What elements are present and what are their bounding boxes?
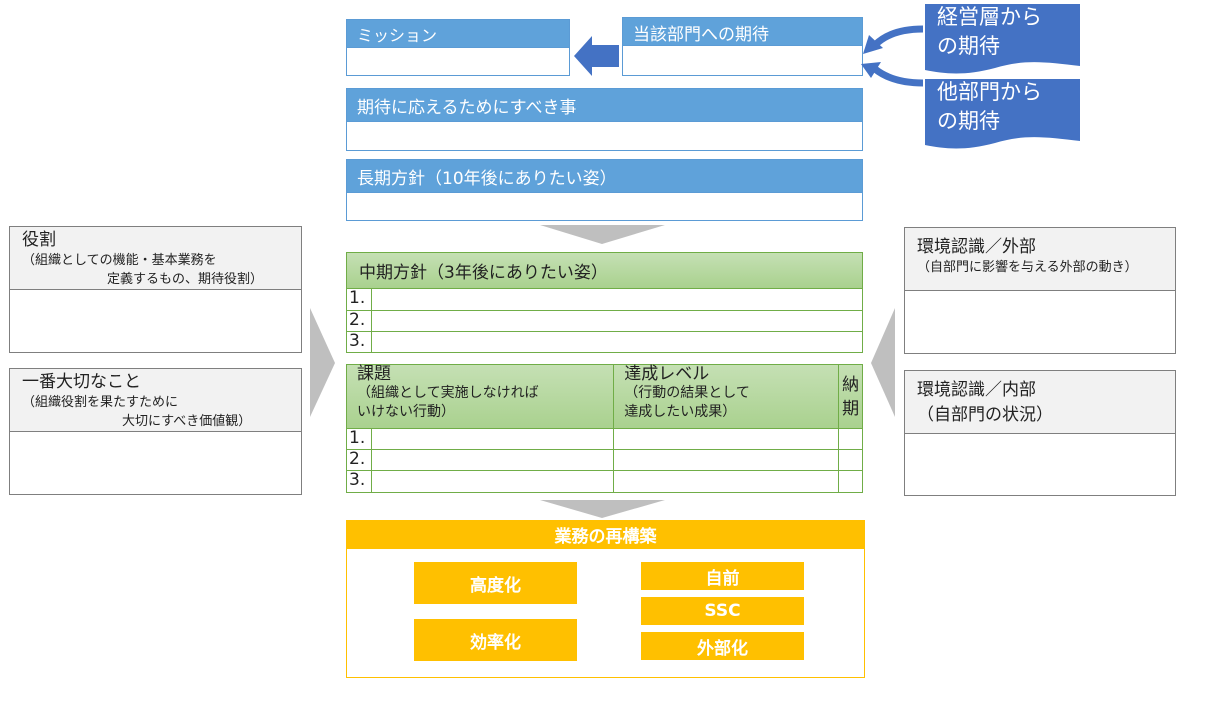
mid-term-header: 中期方針（3年後にありたい姿）: [346, 252, 863, 289]
other-expectation-label: 他部門から の期待: [927, 78, 1052, 136]
env-external-sub1: （自部門に影響を与える外部の動き）: [917, 260, 1138, 275]
role-title: 役割: [22, 230, 56, 250]
level-title: 達成レベル: [624, 364, 710, 384]
deadline-cell[interactable]: [838, 428, 863, 450]
values-sub1: （組織役割を果たすために: [22, 395, 179, 410]
mid-term-cell[interactable]: [371, 331, 863, 353]
row-number: 2.: [346, 310, 372, 332]
level-cell[interactable]: [613, 470, 840, 493]
values-sub2: 大切にすべき価値観）: [122, 414, 252, 429]
issues-table: 課題 （組織として実施しなければ いけない行動） 達成レベル （行動の結果として…: [345, 364, 863, 493]
mgmt-line2: の期待: [937, 34, 1000, 58]
role-sub2: 定義するもの、期待役割）: [107, 272, 264, 287]
env-internal-title: 環境認識／内部: [917, 380, 1036, 400]
level-cell[interactable]: [613, 449, 840, 471]
item-ssc: SSC: [641, 597, 804, 625]
level-sub1: （行動の結果として: [624, 385, 750, 401]
left-chevron-icon: [871, 308, 895, 417]
mid-term-table: 1. 2. 3.: [346, 288, 863, 353]
issues-header: 課題 （組織として実施しなければ いけない行動）: [345, 364, 615, 429]
item-in-house: 自前: [641, 562, 804, 590]
issues-title: 課題: [357, 364, 391, 384]
level-header: 達成レベル （行動の結果として 達成したい成果）: [613, 364, 840, 429]
mid-term-cell[interactable]: [371, 288, 863, 311]
item-efficiency: 効率化: [414, 619, 577, 661]
mid-term-title: 中期方針（3年後にありたい姿）: [359, 263, 608, 283]
deadline-cell[interactable]: [838, 449, 863, 471]
mgmt-doc-shape: [925, 4, 1080, 74]
restructure-title: 業務の再構築: [346, 520, 865, 549]
issue-cell[interactable]: [370, 470, 615, 493]
mgmt-line1: 経営層から: [937, 5, 1042, 29]
row-number: 1.: [346, 428, 372, 450]
deadline-header: 納 期: [838, 364, 863, 429]
left-arrow-icon: [574, 36, 619, 76]
item-sophistication: 高度化: [414, 562, 577, 604]
deadline-line1: 納: [842, 375, 860, 395]
values-box: 一番大切なこと （組織役割を果たすために 大切にすべき価値観）: [9, 368, 302, 495]
to-do-box: 期待に応えるためにすべき事: [346, 88, 863, 151]
env-internal-header: 環境認識／内部 （自部門の状況）: [905, 371, 1175, 434]
values-title: 一番大切なこと: [22, 372, 141, 392]
level-sub2: 達成したい成果）: [624, 404, 737, 420]
env-external-header: 環境認識／外部 （自部門に影響を与える外部の動き）: [905, 228, 1175, 291]
env-external-title: 環境認識／外部: [917, 237, 1036, 257]
long-term-box: 長期方針（10年後にありたい姿）: [346, 159, 863, 221]
mid-term-cell[interactable]: [371, 310, 863, 332]
deadline-cell[interactable]: [838, 470, 863, 493]
issue-cell[interactable]: [370, 428, 615, 450]
long-term-title: 長期方針（10年後にありたい姿）: [347, 160, 862, 193]
env-external-box: 環境認識／外部 （自部門に影響を与える外部の動き）: [904, 227, 1176, 354]
deadline-line2: 期: [842, 399, 860, 419]
issues-sub1: （組織として実施しなければ: [357, 385, 539, 401]
curved-arrows-icon: [861, 25, 924, 87]
row-number: 1.: [346, 288, 372, 311]
down-arrow-icon: [540, 225, 665, 244]
item-outsourcing: 外部化: [641, 632, 804, 660]
dept-expectation-box: 当該部門への期待: [622, 17, 863, 76]
mgmt-expectation-label: 経営層から の期待: [927, 3, 1052, 61]
other-line1: 他部門から: [937, 80, 1042, 104]
mission-title: ミッション: [347, 20, 569, 48]
issues-sub2: いけない行動）: [357, 404, 455, 420]
env-internal-sub1: （自部門の状況）: [917, 405, 1053, 425]
mission-box: ミッション: [346, 19, 570, 76]
level-cell[interactable]: [613, 428, 840, 450]
other-line2: の期待: [937, 109, 1000, 133]
down-arrow-icon: [540, 500, 665, 518]
issue-cell[interactable]: [370, 449, 615, 471]
right-chevron-icon: [310, 308, 335, 417]
values-header: 一番大切なこと （組織役割を果たすために 大切にすべき価値観）: [10, 369, 301, 432]
other-doc-shape: [925, 79, 1080, 149]
row-number: 3.: [346, 331, 372, 353]
role-box: 役割 （組織としての機能・基本業務を 定義するもの、期待役割）: [9, 226, 302, 353]
dept-expectation-title: 当該部門への期待: [623, 18, 862, 46]
role-header: 役割 （組織としての機能・基本業務を 定義するもの、期待役割）: [10, 227, 301, 290]
row-number: 2.: [346, 449, 372, 471]
to-do-title: 期待に応えるためにすべき事: [347, 89, 862, 122]
role-sub1: （組織としての機能・基本業務を: [22, 253, 217, 268]
env-internal-box: 環境認識／内部 （自部門の状況）: [904, 370, 1176, 496]
row-number: 3.: [346, 470, 372, 493]
